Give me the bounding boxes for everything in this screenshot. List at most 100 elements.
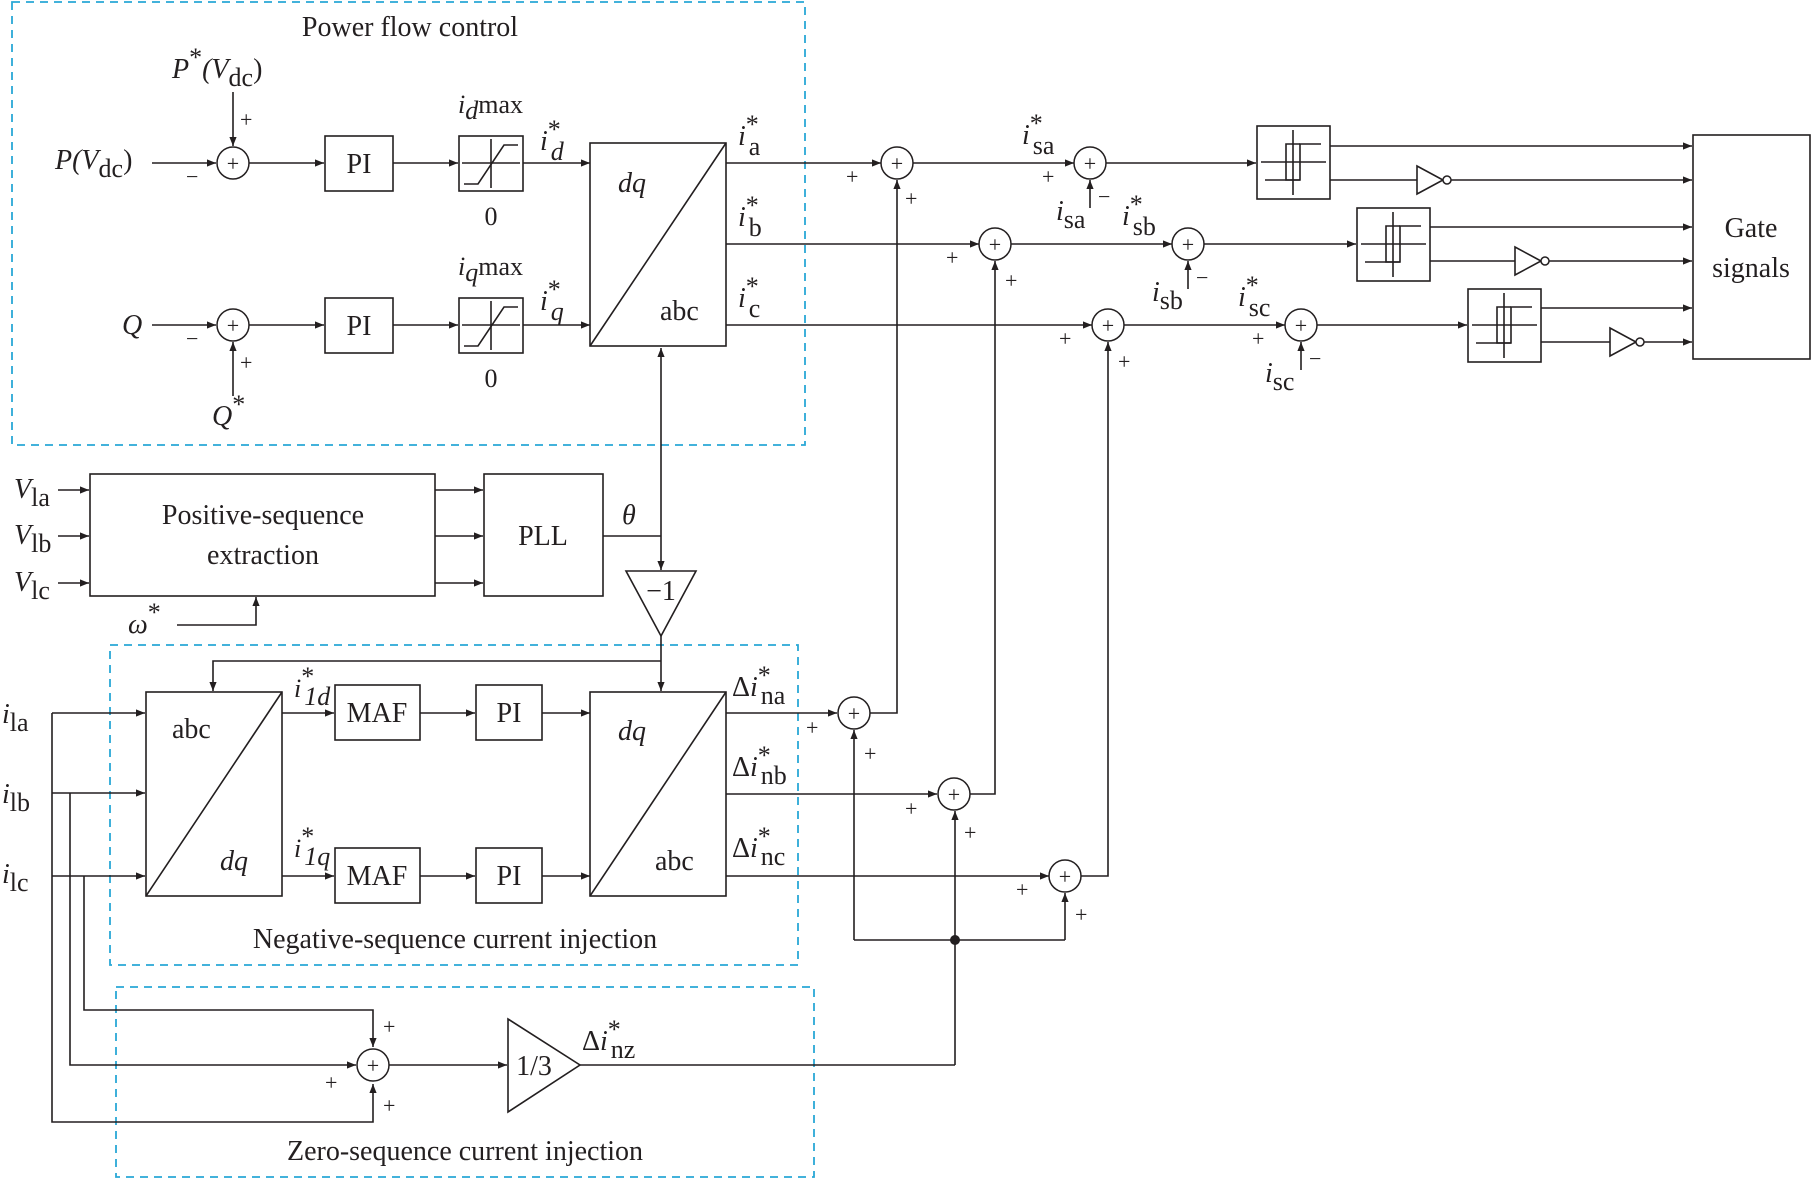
sum-c-plus-left: + bbox=[1059, 326, 1071, 351]
summing-junction-zero: + bbox=[356, 1048, 390, 1082]
sum-c-plus-bottom: + bbox=[1118, 349, 1130, 374]
sum-na-plus-left: + bbox=[806, 715, 818, 740]
svg-text:1/3: 1/3 bbox=[516, 1051, 552, 1082]
p-ref-label: P*(Vdc) bbox=[171, 43, 262, 92]
inverter-b bbox=[1514, 245, 1550, 277]
hysteresis-comparator-b bbox=[1356, 207, 1431, 282]
sum-nc-plus-bottom: + bbox=[1075, 902, 1087, 927]
svg-text:abc: abc bbox=[172, 714, 211, 745]
positive-sequence-extraction-block bbox=[89, 473, 436, 597]
i-lc-label: ilc bbox=[2, 859, 29, 897]
limiter-q-min-label: 0 bbox=[485, 364, 498, 393]
q-label: Q bbox=[122, 310, 142, 341]
sum-zero-plus-top: + bbox=[383, 1014, 395, 1039]
sum-a-plus-bottom: + bbox=[905, 186, 917, 211]
i-lb-label: ilb bbox=[2, 779, 30, 817]
i-la-label: ila bbox=[2, 699, 29, 737]
error-junction-c: + bbox=[1284, 308, 1318, 342]
summing-junction-p: + bbox=[216, 146, 250, 180]
nz-junction-dot bbox=[950, 935, 960, 945]
summing-junction-nc: + bbox=[1048, 859, 1082, 893]
err-a-plus: + bbox=[1042, 164, 1054, 189]
sum-nb-plus-bottom: + bbox=[964, 820, 976, 845]
i-sc-label: isc bbox=[1265, 358, 1294, 396]
p-vdc-label: P(Vdc) bbox=[54, 145, 132, 183]
summing-junction-a: + bbox=[880, 146, 914, 180]
v-lb-label: Vlb bbox=[14, 520, 51, 558]
gate-signals-block bbox=[1692, 134, 1811, 360]
svg-text:+: + bbox=[1295, 313, 1307, 338]
current-limiter-q bbox=[458, 297, 524, 354]
svg-text:+: + bbox=[891, 151, 903, 176]
pi-controller-p bbox=[324, 135, 394, 192]
negation-gain: −1 bbox=[624, 570, 698, 638]
err-b-minus: − bbox=[1196, 265, 1208, 290]
summing-junction-q: + bbox=[216, 308, 250, 342]
inverter-c bbox=[1609, 326, 1645, 358]
svg-text:+: + bbox=[227, 151, 239, 176]
i-lc-zero-branch bbox=[83, 876, 377, 1047]
pi-controller-q-label: PI bbox=[347, 311, 372, 342]
one-third-gain: 1/3 bbox=[507, 1017, 582, 1114]
d-i-nz-label: Δi*nz bbox=[582, 1015, 635, 1064]
q-ref-label: Q* bbox=[212, 390, 245, 432]
negative-sequence-region-title: Negative-sequence current injection bbox=[253, 924, 657, 955]
svg-text:+: + bbox=[1182, 232, 1194, 257]
i-sb-ref-label: i*sb bbox=[1122, 190, 1156, 241]
sum-zero-plus-bottom: + bbox=[383, 1093, 395, 1118]
sum-nc-plus-left: + bbox=[1016, 877, 1028, 902]
current-limiter-d bbox=[458, 135, 524, 192]
d-i-nb-label: Δi*nb bbox=[732, 741, 787, 790]
sum-nb-plus-left: + bbox=[905, 796, 917, 821]
sum2-plus-sign: + bbox=[240, 350, 252, 375]
pi-controller-nq-label: PI bbox=[497, 861, 522, 892]
svg-text:+: + bbox=[227, 313, 239, 338]
positive-sequence-label-line2: extraction bbox=[207, 540, 319, 571]
maf-filter-d-label: MAF bbox=[347, 698, 408, 729]
summing-junction-c: + bbox=[1091, 308, 1125, 342]
sum-na-to-sum-a-wire bbox=[870, 180, 901, 714]
gate-signals-label-line1: Gate bbox=[1725, 213, 1778, 244]
zero-sequence-region-title: Zero-sequence current injection bbox=[287, 1136, 643, 1167]
i-la-zero-branch bbox=[51, 713, 377, 1123]
i-d-max-label: idmax bbox=[458, 90, 523, 125]
sum-nb-to-sum-b-wire bbox=[970, 261, 999, 795]
svg-text:abc: abc bbox=[655, 846, 694, 877]
sum1-plus-sign: + bbox=[240, 107, 252, 132]
sum1-minus-sign: − bbox=[186, 164, 198, 189]
omega-ref-wire bbox=[177, 597, 260, 626]
i-sa-label: isa bbox=[1056, 196, 1086, 234]
pll-label: PLL bbox=[518, 521, 568, 552]
svg-text:abc: abc bbox=[660, 296, 699, 327]
hysteresis-comparator-a bbox=[1256, 125, 1331, 200]
sum-nc-to-sum-c-wire bbox=[1081, 342, 1112, 877]
pll-block bbox=[483, 473, 604, 597]
maf-filter-q-label: MAF bbox=[347, 861, 408, 892]
error-junction-a: + bbox=[1073, 146, 1107, 180]
err-c-plus: + bbox=[1252, 326, 1264, 351]
i-a-ref-label: i*a bbox=[738, 110, 761, 161]
error-junction-b: + bbox=[1171, 227, 1205, 261]
i-1d-label: i*1d bbox=[294, 662, 331, 711]
d-i-nc-label: Δi*nc bbox=[732, 822, 785, 871]
sum-a-plus-left: + bbox=[846, 164, 858, 189]
sum-b-plus-bottom: + bbox=[1005, 268, 1017, 293]
power-flow-region-title: Power flow control bbox=[302, 12, 518, 43]
i-lb-zero-branch bbox=[69, 793, 356, 1069]
i-c-ref-label: i*c bbox=[738, 272, 760, 323]
summing-junction-b: + bbox=[978, 227, 1012, 261]
sum-b-plus-left: + bbox=[946, 245, 958, 270]
summing-junction-nb: + bbox=[937, 777, 971, 811]
svg-text:dq: dq bbox=[618, 716, 646, 747]
negative-sequence-region bbox=[109, 644, 799, 966]
pi-controller-nd-label: PI bbox=[497, 698, 522, 729]
i-b-ref-label: i*b bbox=[738, 191, 762, 242]
gate-signals-label-line2: signals bbox=[1712, 253, 1790, 284]
svg-text:+: + bbox=[989, 232, 1001, 257]
inverter-a bbox=[1416, 164, 1452, 196]
maf-filter-q bbox=[334, 847, 421, 904]
i-sc-ref-label: i*sc bbox=[1238, 271, 1270, 322]
i-sb-label: isb bbox=[1152, 277, 1183, 315]
svg-text:dq: dq bbox=[618, 168, 646, 199]
